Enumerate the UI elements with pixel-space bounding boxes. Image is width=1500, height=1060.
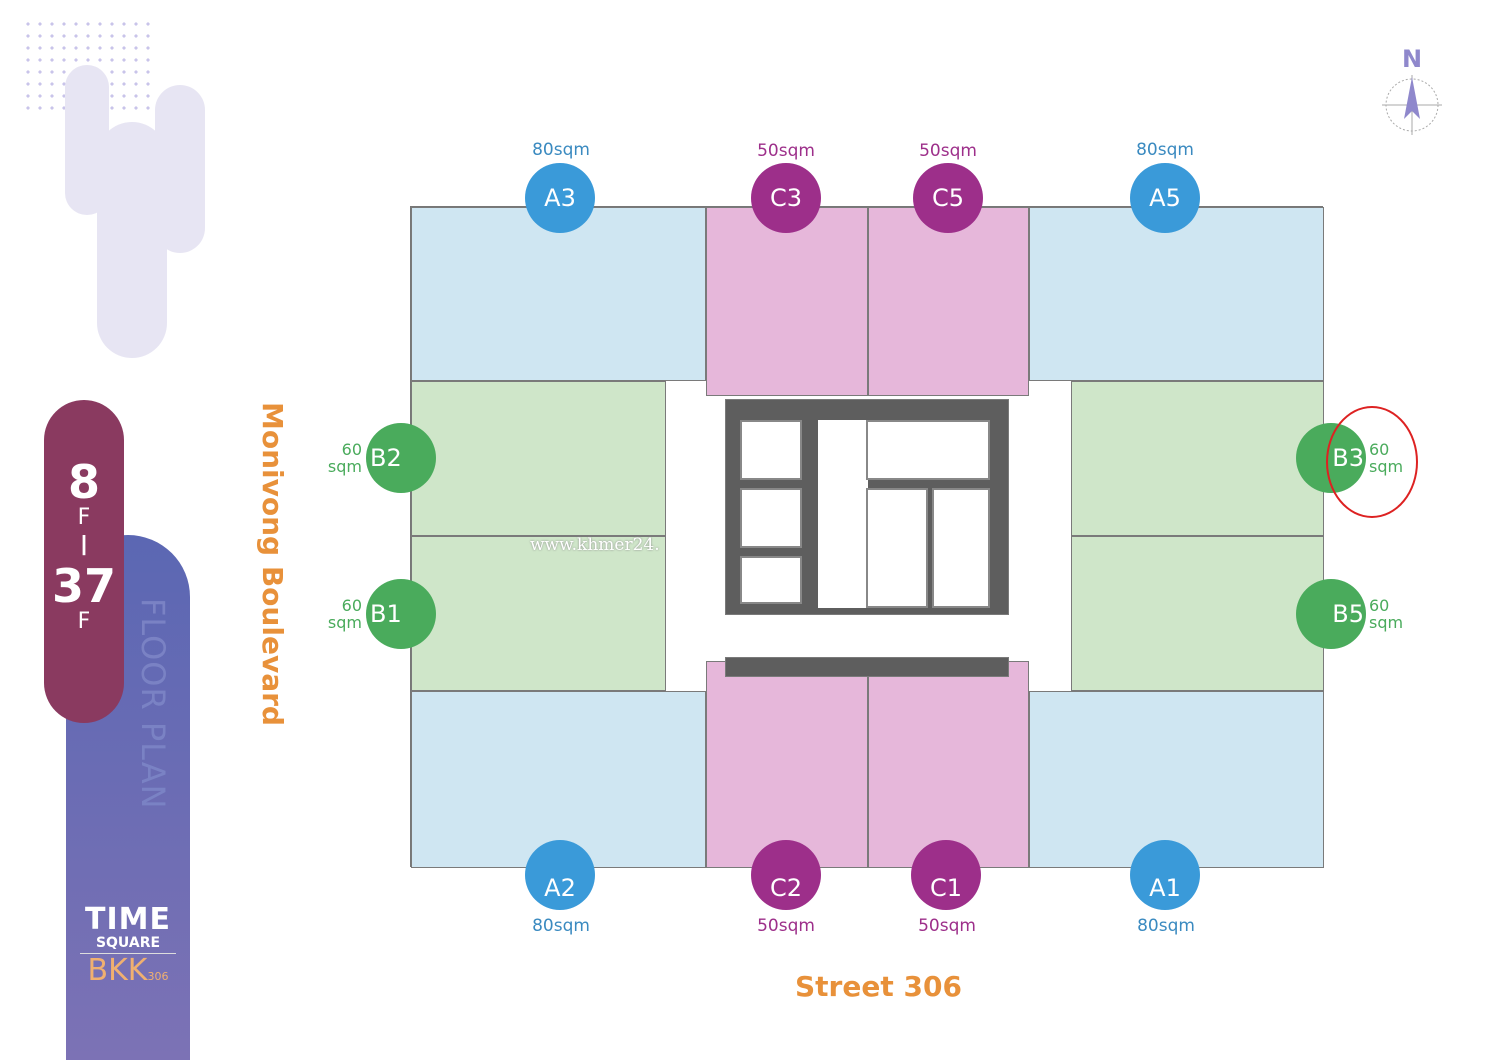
elevator [740,556,802,604]
area-B1-num: 60 [341,596,362,615]
badge-C1: C1 [911,840,981,910]
badge-A5: A5 [1130,163,1200,233]
floor-plan [410,206,1324,868]
floor-from: 8 [67,455,100,509]
area-B2-num: 60 [341,440,362,459]
area-A3: 80sqm [532,140,590,160]
unit-C3[interactable] [706,207,868,396]
core-lifts-stairs [725,399,1009,615]
decor-pill [155,85,205,253]
unit-A2[interactable] [411,691,706,868]
floor-to-unit: F [77,609,91,634]
logo-line3-sub: 306 [147,970,169,983]
area-B5-num: 60 [1369,596,1390,615]
badge-B1: B1 [366,579,436,649]
logo-line2: SQUARE [80,935,176,954]
elevator [740,488,802,548]
lobby [818,420,868,608]
badge-C5: C5 [913,163,983,233]
compass: N [1380,45,1444,140]
area-A5: 80sqm [1136,140,1194,160]
area-B2-unit: sqm [327,457,362,476]
badge-C3: C3 [751,163,821,233]
floor-range-badge: 8 F I 37 F [44,400,124,723]
badge-A1-label: A1 [1149,874,1181,902]
area-B1-unit: sqm [327,613,362,632]
area-A1: 80sqm [1137,916,1195,936]
spacer [410,420,411,421]
north-label: N [1401,45,1423,73]
elevator [740,420,802,480]
badge-B5: B5 [1296,579,1366,649]
highlight-circle-B3 [1326,406,1418,518]
elevator [866,488,928,608]
area-C2: 50sqm [757,916,815,936]
unit-C1[interactable] [868,661,1029,868]
watermark: www.khmer24. [530,535,660,555]
stairs [866,420,990,480]
unit-B2[interactable] [411,381,666,536]
badge-A1: A1 [1130,840,1200,910]
unit-B1[interactable] [411,536,666,691]
area-B5-unit: sqm [1369,613,1404,632]
area-C5: 50sqm [919,141,977,161]
badge-C2: C2 [751,840,821,910]
badge-B2: B2 [366,423,436,493]
badge-A3: A3 [525,163,595,233]
badge-A2-label: A2 [544,874,576,902]
logo-line1: TIME [85,902,171,937]
area-C3: 50sqm [757,141,815,161]
area-C1: 50sqm [918,916,976,936]
area-A2: 80sqm [532,916,590,936]
logo-line3: BKK [87,953,148,988]
unit-A3[interactable] [411,207,706,381]
time-square-logo: TIME SQUARE BKK306 [80,905,176,994]
unit-C2[interactable] [706,661,868,868]
compass-rose-icon [1382,75,1442,135]
floor-separator: I [79,529,89,562]
badge-C1-label: C1 [929,874,963,902]
stairs [932,488,990,608]
unit-A5[interactable] [1029,207,1324,381]
floor-plan-title: FLOOR PLAN [134,598,172,810]
badge-C2-label: C2 [769,874,803,902]
corridor-wall [725,657,1009,677]
street-west-label: Monivong Boulevard [256,402,289,726]
unit-A1[interactable] [1029,691,1324,868]
unit-B3[interactable] [1071,381,1324,536]
street-south-label: Street 306 [795,970,962,1003]
unit-C5[interactable] [868,207,1029,396]
floor-to: 37 [51,559,116,613]
floor-from-unit: F [77,505,91,530]
badge-A2: A2 [525,840,595,910]
unit-B5[interactable] [1071,536,1324,691]
